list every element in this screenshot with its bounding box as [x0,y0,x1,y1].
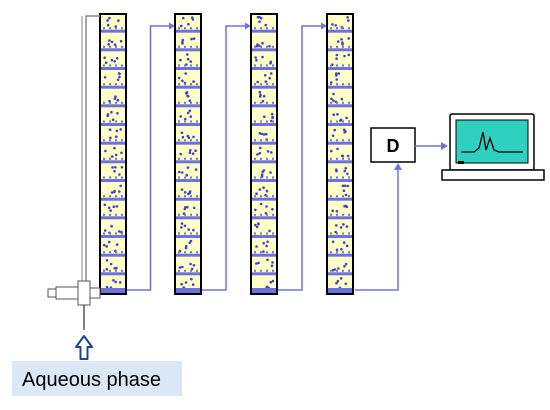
column-1 [99,13,127,295]
aqueous-phase-label-box: Aqueous phase [12,361,182,396]
aqueous-phase-label: Aqueous phase [22,369,161,391]
up-arrow-icon [75,335,93,360]
detector-label: D [387,136,400,156]
detector-box: D [370,127,416,163]
column-4 [326,13,354,295]
column-2 [174,13,202,295]
computer-monitor-icon [441,113,545,181]
column-group [99,13,354,295]
detector-arrows [355,142,448,291]
column-3 [250,13,278,295]
inlet-fitting [47,15,101,330]
connecting-tubing [126,22,327,291]
